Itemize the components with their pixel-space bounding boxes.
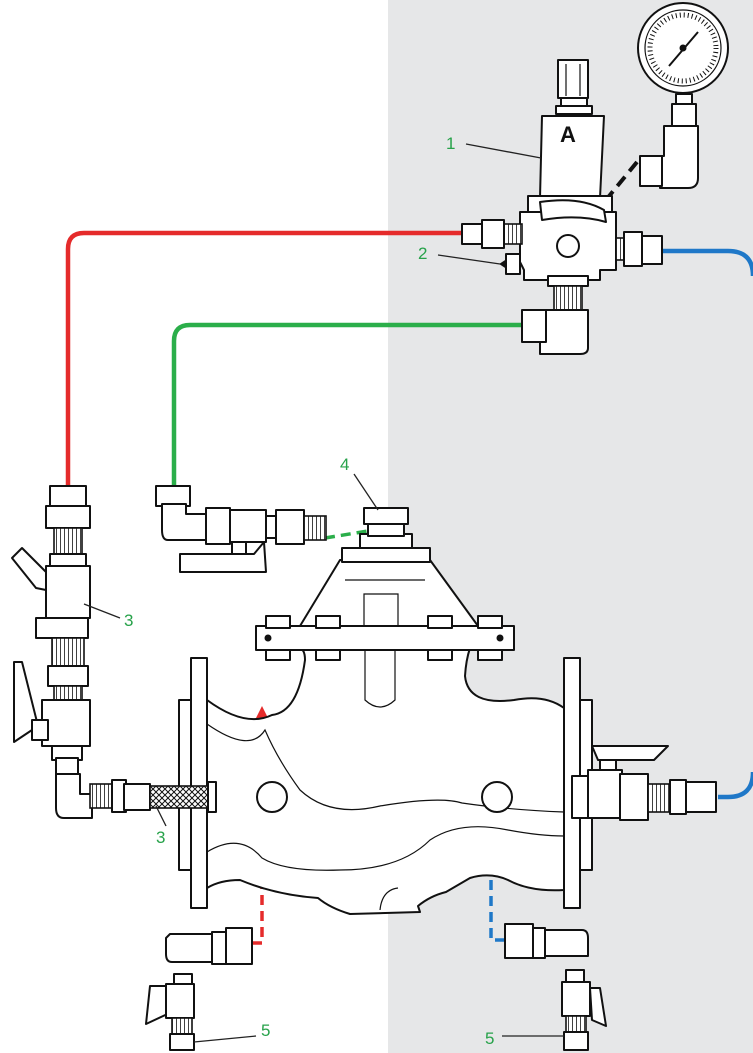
pilot-valve: A xyxy=(461,59,663,311)
leader-1 xyxy=(465,143,542,159)
control-tube xyxy=(171,322,522,488)
pilot-letter: A xyxy=(560,122,576,147)
callout-1: 1 xyxy=(446,134,455,153)
outlet-drain-dashed-arrow xyxy=(489,722,505,942)
outlet-drain-fitting xyxy=(504,923,607,1051)
leader-3a xyxy=(83,603,121,619)
cover-dashed-line xyxy=(324,529,369,540)
callout-3b: 3 xyxy=(156,828,165,847)
leader-5a xyxy=(193,1035,257,1043)
pilot-bottom-elbow xyxy=(521,309,589,355)
callout-5b: 5 xyxy=(485,1029,494,1048)
inlet-filter-assembly xyxy=(11,485,91,775)
control-fitting-assembly xyxy=(155,485,327,573)
leader-3b xyxy=(155,805,167,827)
callout-4: 4 xyxy=(340,455,349,474)
inlet-pressure-tube xyxy=(65,230,464,486)
outlet-ball-valve xyxy=(571,745,717,821)
main-valve xyxy=(178,507,593,915)
leader-4 xyxy=(353,473,379,511)
callout-3a: 3 xyxy=(124,611,133,630)
callout-5a: 5 xyxy=(261,1021,270,1040)
leader-2 xyxy=(437,254,501,265)
pressure-gauge xyxy=(637,2,729,189)
callout-2: 2 xyxy=(418,244,427,263)
inlet-drain-fitting xyxy=(145,927,253,1051)
inlet-elbow-and-hose xyxy=(55,773,217,819)
